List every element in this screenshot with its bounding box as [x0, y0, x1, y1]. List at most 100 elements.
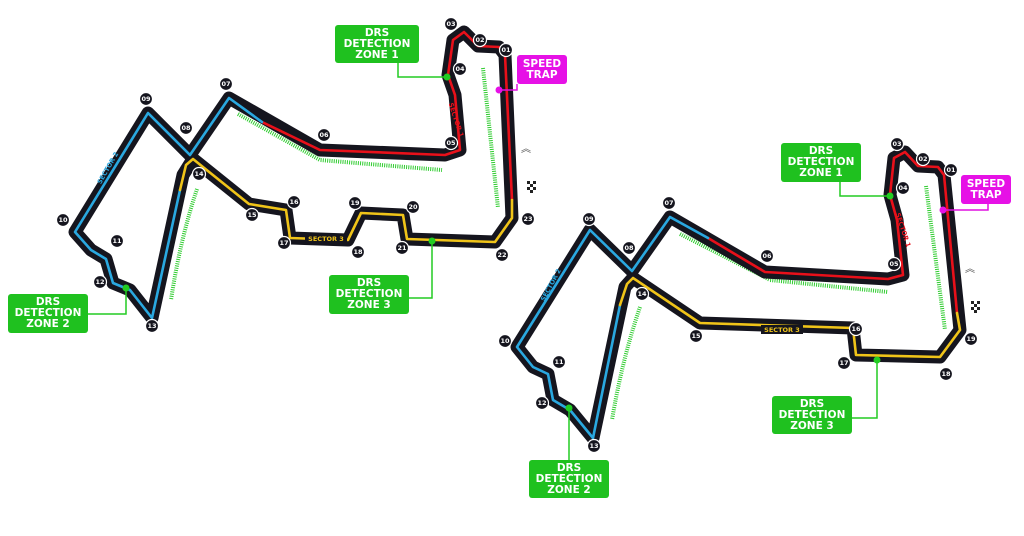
checkered-flag-icon: [527, 181, 536, 193]
svg-text:11: 11: [112, 237, 122, 245]
svg-text:01: 01: [501, 46, 511, 54]
turn-marker: 09: [138, 91, 154, 107]
turn-marker: 15: [688, 328, 704, 344]
callout-line: [88, 288, 127, 315]
label-line: ZONE 3: [790, 419, 834, 432]
chevron-up-icon: ︽: [521, 144, 531, 155]
turn-marker: 21: [394, 240, 410, 256]
svg-text:02: 02: [475, 36, 484, 44]
turn-marker: 01: [943, 162, 959, 178]
turn-marker: 20: [405, 199, 421, 215]
turn-marker: 19: [963, 331, 979, 347]
turn-marker: 14: [191, 166, 207, 182]
label-line: DRS: [364, 26, 390, 39]
drs-detection-point-1: [443, 73, 451, 81]
drs-detection-zone-3-label: DRS DETECTION ZONE 3: [772, 396, 852, 434]
turn-marker: 10: [55, 212, 71, 228]
svg-text:08: 08: [624, 244, 634, 252]
speed-trap-label: SPEED TRAP: [517, 55, 567, 84]
turn-marker: 18: [350, 244, 366, 260]
svg-text:14: 14: [637, 290, 647, 298]
svg-text:15: 15: [691, 332, 701, 340]
turn-marker: 17: [276, 235, 292, 251]
turn-marker: 02: [915, 151, 931, 167]
svg-text:11: 11: [554, 358, 564, 366]
turn-marker: 05: [886, 256, 902, 272]
turn-marker: 02: [472, 32, 488, 48]
callout-line: [852, 360, 878, 419]
checkered-flag-icon: [971, 301, 980, 313]
label-line: DETECTION: [14, 307, 82, 319]
label-line: DRS: [356, 277, 382, 289]
callout-line: [839, 182, 890, 197]
turn-marker: 04: [895, 180, 911, 196]
label-line: ZONE 1: [355, 48, 399, 61]
speed-trap-point: [939, 206, 947, 214]
svg-text:13: 13: [147, 322, 156, 330]
turn-marker: 07: [661, 195, 677, 211]
turn-marker: 06: [316, 127, 332, 143]
svg-text:08: 08: [181, 124, 191, 132]
drs-zone-left-b: [481, 67, 500, 209]
turn-marker: 22: [494, 247, 510, 263]
callout-line: [397, 63, 447, 78]
label-line: DETECTION: [535, 472, 603, 485]
chevron-up-icon: ︽: [965, 264, 975, 275]
svg-text:09: 09: [141, 95, 151, 103]
track-outline: [510, 145, 967, 445]
turn-marker: 04: [452, 61, 468, 77]
turn-marker: 13: [586, 438, 602, 454]
drs-detection-zone-1-label: DRS DETECTION ZONE 1: [781, 143, 861, 182]
svg-text:23: 23: [523, 215, 532, 223]
sector-3-label: SECTOR 3: [308, 235, 344, 243]
label-line: ZONE 3: [347, 299, 391, 311]
speed-trap-label: SPEED TRAP: [961, 175, 1011, 204]
label-line: ZONE 2: [26, 318, 70, 330]
turn-marker: 17: [836, 355, 852, 371]
drs-detection-zone-2-label: DRS DETECTION ZONE 2: [529, 460, 609, 498]
svg-text:15: 15: [247, 211, 257, 219]
svg-text:14: 14: [194, 170, 204, 178]
svg-text:10: 10: [58, 216, 68, 224]
svg-text:16: 16: [289, 198, 299, 206]
speed-trap-point: [495, 86, 503, 94]
drs-zone-left-c: [169, 188, 199, 301]
drs-detection-point-1: [886, 192, 894, 200]
sector-2-line: [515, 215, 710, 440]
sector-3-line: [178, 157, 514, 244]
svg-text:05: 05: [446, 139, 456, 147]
svg-text:19: 19: [966, 335, 976, 343]
svg-text:13: 13: [589, 442, 598, 450]
sector-2-line: [73, 96, 264, 320]
svg-text:05: 05: [889, 260, 899, 268]
drs-zone-right-a: [679, 232, 889, 294]
svg-text:17: 17: [279, 239, 288, 247]
label-line: DETECTION: [787, 156, 855, 168]
turn-marker: 01: [498, 42, 514, 58]
turn-marker: 08: [178, 120, 194, 136]
turn-marker: 11: [551, 354, 567, 370]
svg-text:21: 21: [397, 244, 407, 252]
turn-marker: 08: [621, 240, 637, 256]
svg-text:03: 03: [446, 20, 455, 28]
callout-line: [499, 84, 518, 91]
svg-text:03: 03: [892, 140, 901, 148]
svg-text:18: 18: [941, 370, 951, 378]
label-line: DRS: [556, 461, 582, 474]
turn-marker: 09: [581, 211, 597, 227]
turn-marker: 10: [497, 333, 513, 349]
svg-text:12: 12: [537, 399, 546, 407]
sector-3-line: [618, 276, 962, 359]
turn-marker: 11: [109, 233, 125, 249]
turn-marker: 19: [347, 195, 363, 211]
turn-marker: 13: [144, 318, 160, 334]
svg-text:18: 18: [353, 248, 363, 256]
label-line: ZONE 2: [547, 483, 591, 496]
callout-line: [409, 241, 433, 299]
svg-text:06: 06: [762, 252, 772, 260]
left-circuit: SECTOR 1 SECTOR 2 SECTOR 3 ︽ 01 02 03 04…: [55, 16, 536, 334]
svg-text:20: 20: [408, 203, 418, 211]
drs-detection-point-2: [565, 404, 573, 412]
svg-text:19: 19: [350, 199, 360, 207]
drs-detection-zone-2-label: DRS DETECTION ZONE 2: [8, 294, 88, 333]
